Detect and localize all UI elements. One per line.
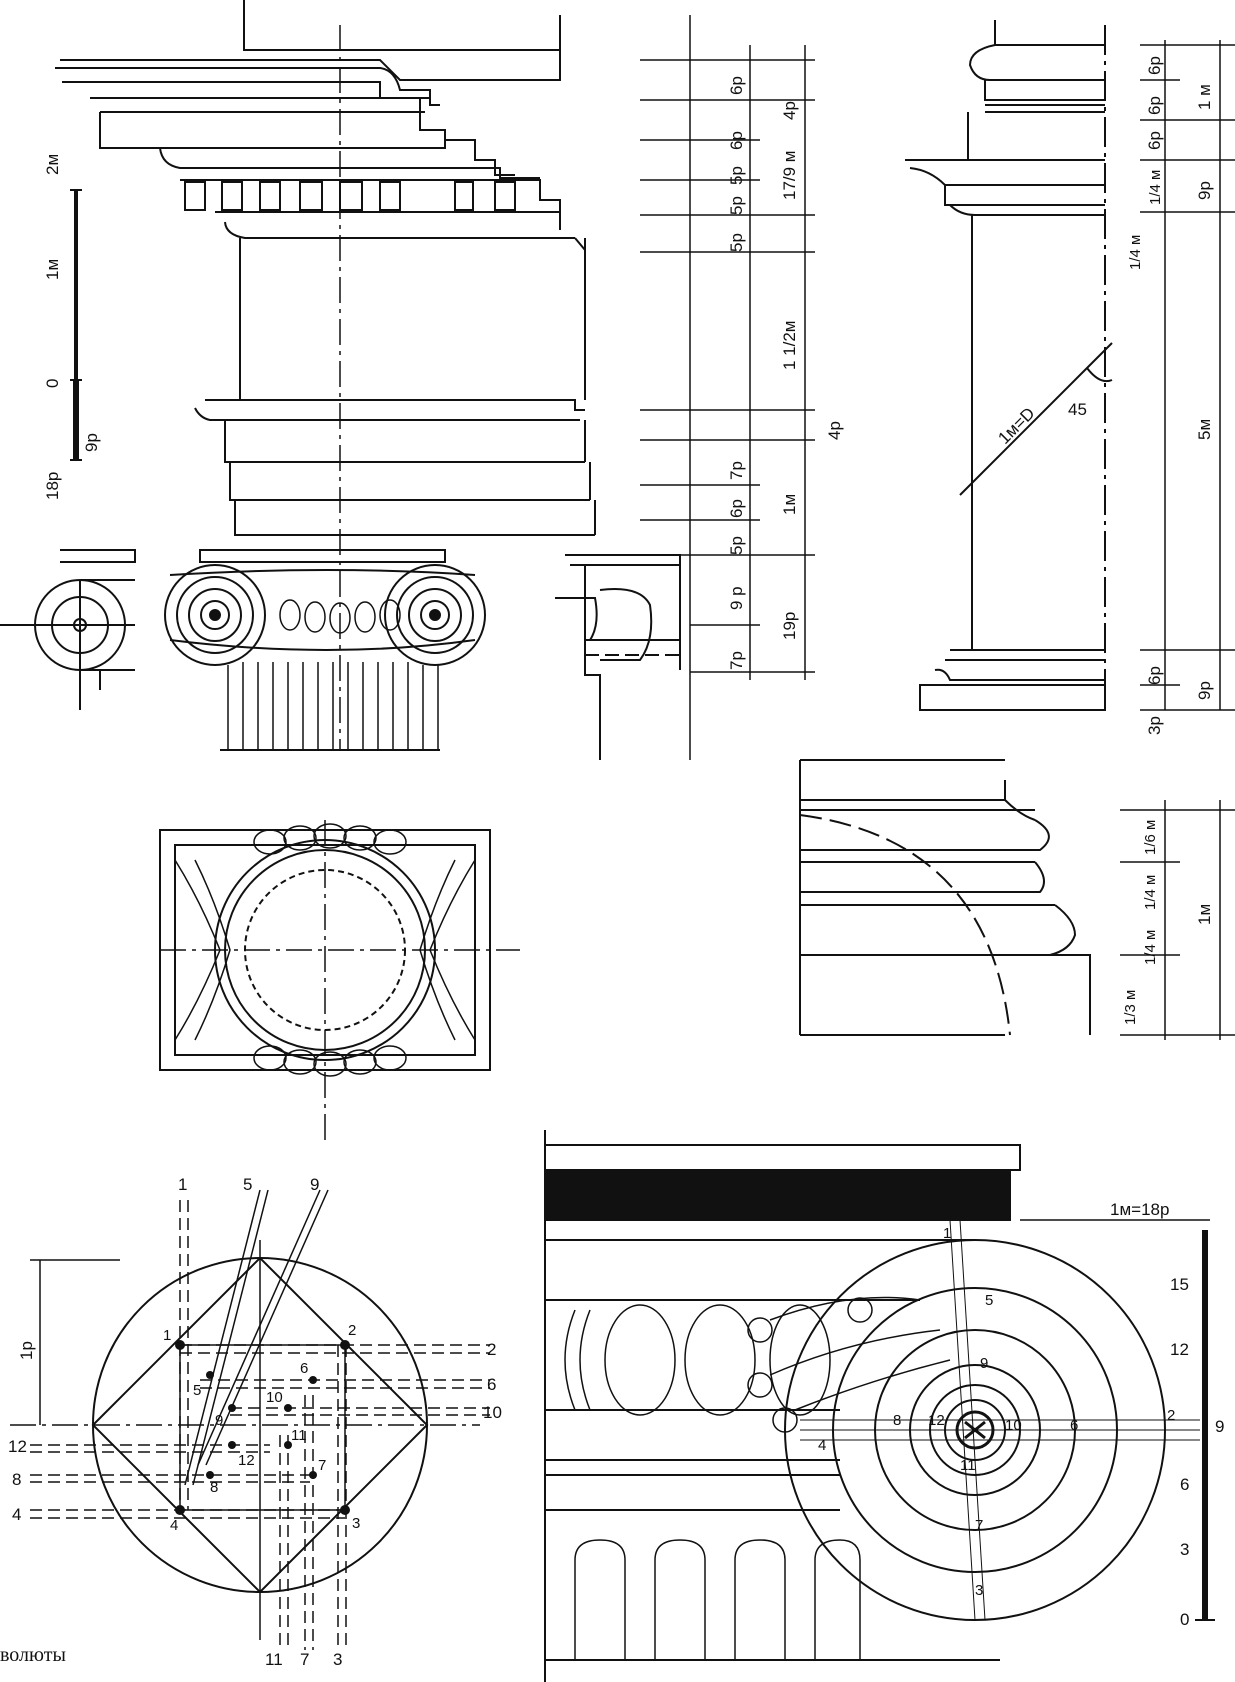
dim-6p-top: 6р <box>727 76 746 95</box>
volute-pt-2: 2 <box>1167 1407 1175 1424</box>
base-dim-1-3m: 1/3 м <box>1122 990 1139 1025</box>
dim-5p-3: 5р <box>727 233 746 252</box>
dim-17-9m: 17/9 м <box>780 151 799 201</box>
base-dim-1-6m: 1/6 м <box>1142 820 1159 855</box>
construction-pt-6: 6 <box>300 1360 308 1377</box>
entablature-dimension-lines <box>640 15 815 760</box>
volute-pt-7: 7 <box>975 1517 983 1534</box>
scale-label-0: 0 <box>43 379 62 388</box>
construction-bottom-3: 3 <box>333 1650 342 1669</box>
ped-dim-1-4m-2: 1/4 м <box>1127 235 1144 270</box>
ionic-capital-elevation <box>164 549 486 751</box>
construction-left-12: 12 <box>8 1437 27 1456</box>
construction-bottom-7: 7 <box>300 1650 309 1669</box>
volute-scale-0: 0 <box>1180 1610 1189 1629</box>
ped-dim-6p-3: 6р <box>1145 131 1164 150</box>
dim-5p-1: 5р <box>727 166 746 185</box>
pedestal-elevation <box>905 20 1113 711</box>
construction-left-8: 8 <box>12 1470 21 1489</box>
small-volute-detail <box>0 549 136 710</box>
volute-pt-8: 8 <box>893 1412 901 1429</box>
scale-label-18p: 18р <box>43 472 62 500</box>
construction-right-6: 6 <box>487 1375 496 1394</box>
volute-pt-4: 4 <box>818 1437 826 1454</box>
construction-right-10: 10 <box>483 1403 502 1422</box>
construction-pt-11: 11 <box>291 1427 307 1444</box>
scale-bar <box>70 189 82 461</box>
base-dimension-lines <box>1120 800 1235 1040</box>
large-volute-detail <box>544 1130 1200 1682</box>
volute-pt-3: 3 <box>975 1582 983 1599</box>
base-dim-1m: 1м <box>1195 904 1214 925</box>
ped-dim-6p-1: 6р <box>1145 56 1164 75</box>
construction-unit-1p: 1р <box>17 1341 36 1360</box>
volute-pt-11: 11 <box>960 1457 976 1474</box>
volute-scale-6: 6 <box>1180 1475 1189 1494</box>
construction-right-2: 2 <box>487 1340 496 1359</box>
construction-pt-5: 5 <box>193 1382 201 1399</box>
dim-6p-3: 6р <box>727 499 746 518</box>
construction-pt-4: 4 <box>170 1517 178 1534</box>
volute-pt-5: 5 <box>985 1292 993 1309</box>
construction-pt-12: 12 <box>238 1452 255 1469</box>
construction-top-9: 9 <box>310 1175 319 1194</box>
dim-7p-bottom: 7р <box>727 651 746 670</box>
capital-side-profile <box>555 554 681 760</box>
construction-pt-3: 3 <box>352 1515 360 1532</box>
volute-pt-6: 6 <box>1070 1417 1078 1434</box>
ped-diagonal-label: 1м=D <box>994 404 1038 448</box>
dim-6p-2: 6р <box>727 131 746 150</box>
dim-1m-architrave: 1м <box>780 494 799 515</box>
construction-left-4: 4 <box>12 1505 21 1524</box>
column-base-profile <box>799 759 1091 1036</box>
ped-dim-9p-top: 9р <box>1195 181 1214 200</box>
base-dim-1-4m-1: 1/4 м <box>1142 875 1159 910</box>
volute-pt-10: 10 <box>1005 1417 1022 1434</box>
volute-scale-15: 15 <box>1170 1275 1189 1294</box>
scale-label-9p: 9р <box>82 433 101 452</box>
dim-5p-2: 5р <box>727 196 746 215</box>
construction-bottom-11: 11 <box>265 1650 283 1669</box>
construction-pt-10: 10 <box>266 1389 283 1406</box>
volute-scale-12: 12 <box>1170 1340 1189 1359</box>
dim-5p-4: 5р <box>727 536 746 555</box>
volute-scale-title: 1м=18р <box>1110 1200 1169 1219</box>
dim-4p-top: 4р <box>780 101 799 120</box>
dim-4p-mid: 4р <box>825 421 844 440</box>
ped-dim-6p-2: 6р <box>1145 96 1164 115</box>
volute-scale <box>1020 1219 1215 1621</box>
construction-pt-1: 1 <box>163 1327 171 1344</box>
ped-dim-9p-bottom: 9р <box>1195 681 1214 700</box>
ped-dim-1-4m-1: 1/4 м <box>1147 170 1164 205</box>
volute-pt-9: 9 <box>980 1355 988 1372</box>
ped-dim-5m: 5м <box>1195 419 1214 440</box>
ped-dim-3p: 3р <box>1145 716 1164 735</box>
base-dim-1-4m-2: 1/4 м <box>1142 930 1159 965</box>
volute-scale-3: 3 <box>1180 1540 1189 1559</box>
volute-construction <box>10 1189 490 1650</box>
ped-angle-label: 45 <box>1068 400 1087 419</box>
ped-dim-1m: 1 м <box>1195 84 1214 110</box>
dim-9p: 9 р <box>727 586 746 610</box>
dim-7p: 7р <box>727 461 746 480</box>
dim-19p: 19р <box>780 612 799 640</box>
volute-scale-9: 9 <box>1215 1417 1224 1436</box>
scale-label-2m: 2м <box>43 154 62 175</box>
scale-label-1m: 1м <box>43 259 62 280</box>
construction-top-1: 1 <box>178 1175 187 1194</box>
volute-pt-12: 12 <box>928 1412 945 1429</box>
figure-caption: волюты <box>0 1644 66 1666</box>
dim-1-1-2m: 1 1/2м <box>780 321 799 371</box>
volute-pt-1: 1 <box>943 1225 951 1242</box>
pedestal-dimension-lines <box>1140 40 1235 711</box>
construction-pt-9: 9 <box>215 1412 223 1429</box>
construction-top-5: 5 <box>243 1175 252 1194</box>
entablature-elevation <box>55 0 596 750</box>
ped-dim-6p-bottom: 6р <box>1145 666 1164 685</box>
capital-plan <box>159 820 520 1140</box>
construction-pt-8: 8 <box>210 1479 218 1496</box>
construction-pt-7: 7 <box>318 1457 326 1474</box>
construction-pt-2: 2 <box>348 1322 356 1339</box>
